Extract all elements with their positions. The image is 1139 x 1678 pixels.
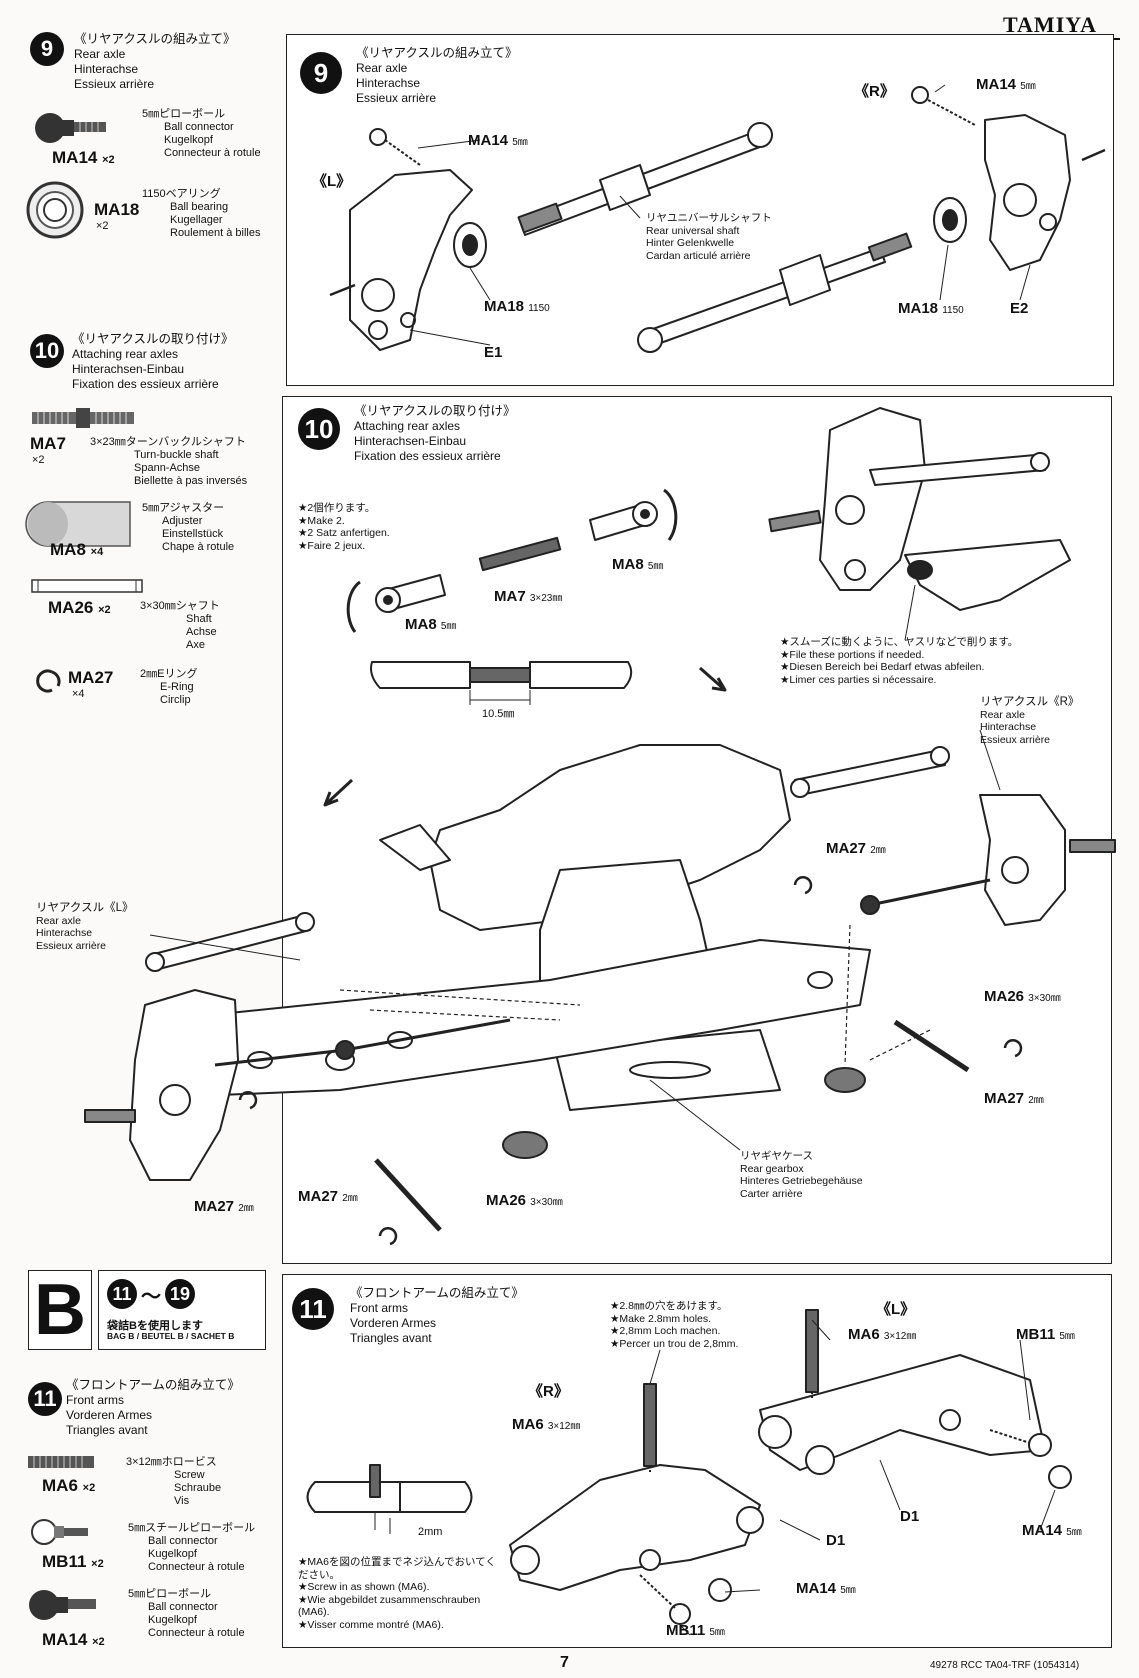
panel11-number: 11 — [292, 1288, 334, 1330]
part-ma8-desc: 5㎜アジャスター Adjuster Einstellstück Chape à … — [142, 502, 235, 553]
part-ma14-desc-2: 5㎜ピローボール Ball connector Kugelkopf Connec… — [128, 1588, 245, 1639]
part-ma18-qty: ×2 — [96, 220, 109, 232]
bag-jp: 袋詰Bを使用します — [107, 1320, 203, 1332]
panel11-mb11-bottom: MB11 5㎜ — [666, 1622, 725, 1639]
panel11-ma14-bottom: MA14 5㎜ — [796, 1580, 856, 1597]
panel9-R-label: 《R》 — [854, 83, 895, 100]
brand-logo: TAMIYA — [1003, 12, 1098, 37]
panel9-ma14-right: MA14 5㎜ — [976, 76, 1036, 93]
panel9-ma14-left: MA14 5㎜ — [468, 132, 528, 149]
part-ma14-code: MA14 ×2 — [52, 148, 115, 167]
ma14-part-icon-2 — [29, 1590, 96, 1620]
part-ma7-desc: 3×23㎜ターンバックルシャフト Turn-buckle shaft Spann… — [90, 436, 248, 487]
panel11-ma14-right: MA14 5㎜ — [1022, 1522, 1082, 1539]
step9-title-en: Rear axle — [74, 47, 126, 61]
panel10-make-note: ★2個作ります。 ★Make 2. ★2 Satz anfertigen. ★F… — [298, 502, 390, 552]
panel9-e2-label: E2 — [1010, 300, 1029, 317]
ma27-ering-icon — [36, 669, 61, 693]
bag-letter: B — [34, 1270, 86, 1350]
ma18-bearing-icon — [26, 181, 84, 239]
step11-title: 《フロントアームの組み立て》 Front arms Vorderen Armes… — [66, 1378, 240, 1437]
part-ma18-desc: 1150ベアリング Ball bearing Kugellager Roulem… — [142, 188, 261, 239]
panel11-R-label: 《R》 — [528, 1383, 569, 1400]
bag-letter-box: B — [28, 1270, 92, 1350]
panel11-hole-note: ★2.8㎜の穴をあけます。 ★Make 2.8mm holes. ★2,8mm … — [610, 1300, 739, 1350]
ma14-part-icon — [35, 113, 106, 143]
panel11-title: 《フロントアームの組み立て》 Front arms Vorderen Armes… — [350, 1286, 524, 1345]
step9-title-jp: 《リヤアクスルの組み立て》 — [74, 32, 236, 46]
part-ma26-desc: 3×30㎜シャフト Shaft Achse Axe — [140, 600, 220, 651]
step9-title: 《リヤアクスルの組み立て》 Rear axle Hinterachse Essi… — [74, 32, 236, 92]
part-ma27-code: MA27 — [68, 668, 114, 687]
panel9-title: 《リヤアクスルの組み立て》 Rear axle Hinterachse Essi… — [356, 46, 518, 105]
panel10-ma8-a: MA8 5㎜ — [405, 616, 457, 633]
ma7-turnbuckle-icon — [32, 408, 134, 428]
part-ma14-code-2: MA14 ×2 — [42, 1630, 105, 1649]
panel11-mb11-top: MB11 5㎜ — [1016, 1326, 1075, 1343]
step9-title-de: Hinterachse — [74, 62, 139, 76]
step9-title-fr: Essieux arrière — [74, 77, 155, 91]
panel9-shaft-note: リヤユニバーサルシャフト Rear universal shaft Hinter… — [646, 212, 772, 262]
panel10-ma8-b: MA8 5㎜ — [612, 556, 664, 573]
mb11-part-icon — [31, 1519, 88, 1545]
footer-code: 49278 RCC TA04-TRF (1054314) — [930, 1660, 1080, 1671]
bag-info-box: 11 〜 19 袋詰Bを使用します BAG B / BEUTEL B / SAC… — [98, 1270, 266, 1350]
part-mb11-desc: 5㎜スチールピローボール Ball connector Kugelkopf Co… — [128, 1522, 256, 1573]
part-ma27-desc: 2㎜Eリング E-Ring Circlip — [140, 668, 198, 706]
panel10-ma26-right: MA26 3×30㎜ — [984, 988, 1061, 1005]
panel10-rear-axle-R: リヤアクスル《R》 Rear axle Hinterachse Essieux … — [980, 696, 1080, 746]
panel10-ma26-bottom: MA26 3×30㎜ — [486, 1192, 563, 1209]
step10-number: 10 — [30, 334, 64, 368]
bag-en: BAG B / BEUTEL B / SACHET B — [107, 1331, 235, 1341]
part-ma7-qty: ×2 — [32, 454, 45, 466]
panel9-number: 9 — [300, 52, 342, 94]
panel10-dim-label: 10.5㎜ — [482, 708, 515, 720]
panel10-ma7: MA7 3×23㎜ — [494, 588, 563, 605]
panel9-ma18-right: MA18 1150 — [898, 300, 964, 317]
part-ma26-code: MA26 ×2 — [48, 598, 111, 617]
bag-range: 11 〜 19 — [107, 1279, 195, 1309]
step9-number: 9 — [30, 32, 64, 66]
part-ma8-code: MA8 ×4 — [50, 540, 104, 559]
part-mb11-code: MB11 ×2 — [42, 1552, 104, 1571]
ma26-shaft-icon — [31, 579, 143, 593]
panel11-ma6-r: MA6 3×12㎜ — [512, 1416, 581, 1433]
panel10-ma27-right: MA27 2㎜ — [984, 1090, 1044, 1107]
panel9-e1-label: E1 — [484, 344, 503, 361]
panel10-ma27-left: MA27 2㎜ — [194, 1198, 254, 1215]
panel9-L-label: 《L》 — [312, 173, 352, 190]
step11-number: 11 — [28, 1382, 62, 1416]
part-ma18-code: MA18 — [94, 200, 140, 219]
panel9-ma18-left: MA18 1150 — [484, 298, 550, 315]
panel11-d1-b: D1 — [826, 1532, 846, 1549]
panel10-ma27-bottom: MA27 2㎜ — [298, 1188, 358, 1205]
panel11-d1-a: D1 — [900, 1508, 920, 1525]
part-ma27-qty: ×4 — [72, 688, 85, 700]
part-ma6-desc: 3×12㎜ホロービス Screw Schraube Vis — [126, 1456, 222, 1507]
panel10-title: 《リヤアクスルの取り付け》 Attaching rear axles Hinte… — [354, 404, 516, 463]
step10-title: 《リヤアクスルの取り付け》 Attaching rear axles Hinte… — [72, 332, 234, 391]
panel11-L-label: 《L》 — [876, 1301, 916, 1318]
panel10-number: 10 — [298, 408, 340, 450]
ma6-screw-icon — [28, 1456, 94, 1468]
panel10-ma27-top: MA27 2㎜ — [826, 840, 886, 857]
part-ma7-code: MA7 — [30, 434, 66, 453]
panel11-dim-label: 2mm — [418, 1526, 443, 1538]
panel10-gearbox-note: リヤギヤケース Rear gearbox Hinteres Getriebege… — [740, 1150, 863, 1200]
step10-panel — [282, 396, 1112, 1264]
panel11-screw-note: ★MA6を図の位置までネジ込んでおいてください。 ★Screw in as sh… — [298, 1556, 496, 1631]
panel10-file-note: ★スムーズに動くように、ヤスリなどで削ります。 ★File these port… — [780, 636, 1019, 686]
panel10-rear-axle-L: リヤアクスル《L》 Rear axle Hinterachse Essieux … — [36, 902, 134, 952]
panel11-ma6-l: MA6 3×12㎜ — [848, 1326, 917, 1343]
part-ma14-desc: 5㎜ピローボール Ball connector Kugelkopf Connec… — [142, 108, 261, 159]
page-number: 7 — [560, 1654, 569, 1671]
part-ma6-code: MA6 ×2 — [42, 1476, 96, 1495]
